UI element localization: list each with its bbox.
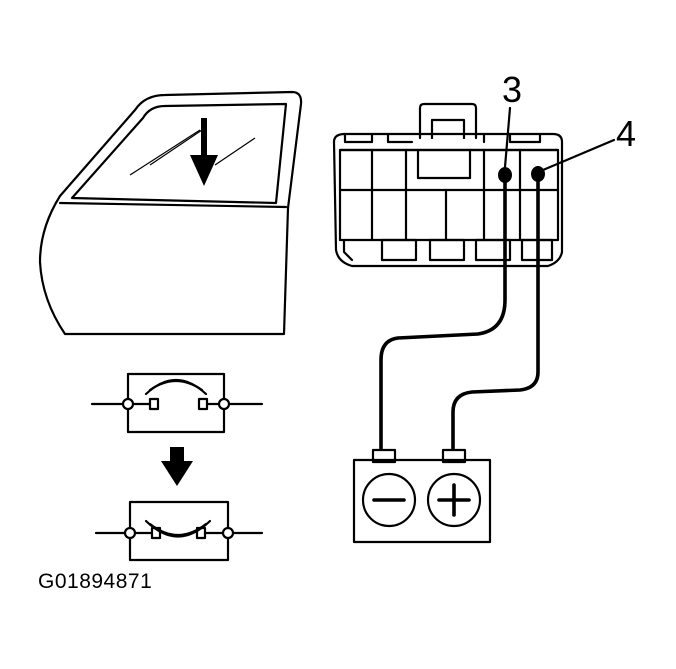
door-panel bbox=[38, 90, 303, 336]
pin-3-label: 3 bbox=[502, 69, 522, 110]
battery bbox=[352, 448, 492, 544]
switch-state-after bbox=[94, 500, 264, 562]
car-door bbox=[38, 90, 303, 336]
pin-4-leader bbox=[541, 138, 616, 172]
glass-reflection bbox=[149, 127, 206, 166]
pin-3-leader bbox=[503, 106, 512, 169]
belt-line bbox=[58, 201, 288, 209]
figure-id-code: G01894871 bbox=[38, 570, 153, 593]
battery-negative-terminal bbox=[361, 472, 417, 528]
glass-reflection bbox=[129, 129, 201, 176]
transition-arrow-icon bbox=[161, 447, 193, 486]
glass-reflection bbox=[214, 137, 256, 166]
window-down-arrow-icon bbox=[190, 118, 218, 186]
switch-state-before bbox=[90, 372, 264, 434]
pin-4-label: 4 bbox=[616, 113, 636, 154]
wire-positive bbox=[451, 172, 540, 454]
wire-negative bbox=[379, 173, 507, 454]
battery-positive-terminal bbox=[426, 472, 482, 528]
window-frame bbox=[70, 102, 288, 205]
switch-connector bbox=[332, 102, 564, 268]
